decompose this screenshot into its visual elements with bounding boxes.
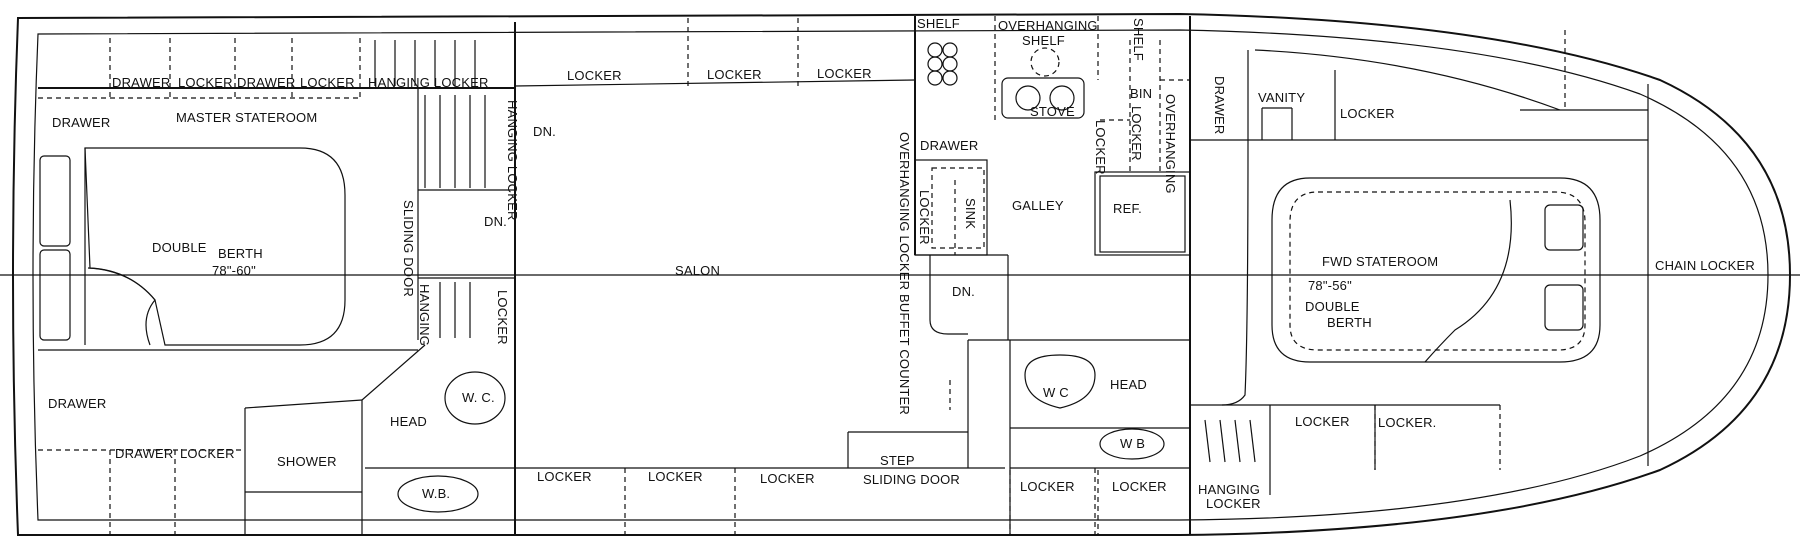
stove-burners xyxy=(927,42,1085,119)
galley-sink xyxy=(914,159,1191,256)
label-locker-small-vert: LOCKER xyxy=(495,290,510,345)
label-bin: BIN xyxy=(1130,86,1152,101)
label-drawer-fwd-vert: DRAWER xyxy=(1212,76,1227,135)
label-locker-fwd-bottom-1: LOCKER xyxy=(1020,479,1075,494)
label-dn-mid: DN. xyxy=(484,214,507,229)
label-locker-fwd-1: LOCKER xyxy=(1295,414,1350,429)
room-labels: DRAWER LOCKER DRAWER LOCKER HANGING LOCK… xyxy=(48,16,1755,511)
label-double-berth-2: BERTH xyxy=(218,246,263,261)
label-locker-fwd-2: LOCKER. xyxy=(1378,415,1436,430)
label-wc-fwd: W C xyxy=(1043,385,1069,400)
label-locker-salon-1: LOCKER xyxy=(567,68,622,83)
label-locker-salon-2: LOCKER xyxy=(707,67,762,82)
label-wb-aft: W.B. xyxy=(422,486,450,501)
label-locker-galley-small: LOCKER xyxy=(917,190,932,245)
label-locker-fwd-top: LOCKER xyxy=(1340,106,1395,121)
locker-divisions xyxy=(38,16,1566,535)
label-hanging-locker-top: HANGING LOCKER xyxy=(368,75,489,90)
label-hanging-small: HANGING xyxy=(417,284,432,346)
master-double-berth xyxy=(84,147,346,346)
label-sliding-door-vert: SLIDING DOOR xyxy=(401,200,416,297)
label-wb-fwd: W B xyxy=(1120,436,1145,451)
label-master-stateroom: MASTER STATEROOM xyxy=(176,110,317,125)
label-sliding-door: SLIDING DOOR xyxy=(863,472,960,487)
label-locker-galley-vert-2: LOCKER xyxy=(1093,120,1108,175)
label-drawer-galley: DRAWER xyxy=(920,138,979,153)
label-overhanging-shelf-1: OVERHANGING xyxy=(998,18,1098,33)
interior-walls xyxy=(38,16,1649,535)
label-vanity: VANITY xyxy=(1258,90,1305,105)
aft-head-fixtures xyxy=(397,371,506,513)
label-wc-aft: W. C. xyxy=(462,390,495,405)
label-drawer-locker-2: LOCKER xyxy=(178,75,233,90)
fwd-head-fixtures xyxy=(1024,354,1165,460)
label-locker-fwd-bottom-2: LOCKER xyxy=(1112,479,1167,494)
label-chain-locker: CHAIN LOCKER xyxy=(1655,258,1755,273)
label-locker-salon-3: LOCKER xyxy=(817,66,872,81)
label-locker-galley-vert-1: LOCKER xyxy=(1129,106,1144,161)
label-hanging-locker-vert: HANGING LOCKER xyxy=(505,100,520,221)
label-sink: SINK xyxy=(963,198,978,229)
label-overhanging-vert: OVERHANGING xyxy=(1163,94,1178,194)
label-fwd-double: DOUBLE xyxy=(1305,299,1360,314)
label-head-fwd: HEAD xyxy=(1110,377,1147,392)
pillows-master xyxy=(39,155,71,341)
label-drawer-locker-4: LOCKER xyxy=(300,75,355,90)
label-drawer-bottom: DRAWER xyxy=(115,446,174,461)
label-drawer-locker-1: DRAWER xyxy=(112,75,171,90)
label-hanging-locker-fwd-1: HANGING xyxy=(1198,482,1260,497)
label-head-aft: HEAD xyxy=(390,414,427,429)
label-locker-bottom-left: LOCKER xyxy=(180,446,235,461)
label-fwd-stateroom: FWD STATEROOM xyxy=(1322,254,1438,269)
label-hanging-locker-fwd-2: LOCKER xyxy=(1206,496,1261,511)
label-fwd-berth-size: 78"-56" xyxy=(1308,278,1352,293)
hull-outline xyxy=(0,12,1800,536)
label-shelf-1: SHELF xyxy=(917,16,960,31)
label-locker-bottom-2: LOCKER xyxy=(648,469,703,484)
fwd-double-berth xyxy=(1271,177,1601,363)
label-dn-galley: DN. xyxy=(952,284,975,299)
label-locker-bottom-3: LOCKER xyxy=(760,471,815,486)
label-double-berth-1: DOUBLE xyxy=(152,240,207,255)
label-drawer-bottom-left: DRAWER xyxy=(48,396,107,411)
label-stove: STOVE xyxy=(1030,104,1075,119)
label-overhanging-locker-buffet: OVERHANGING LOCKER BUFFET COUNTER xyxy=(897,132,912,415)
label-ref: REF. xyxy=(1113,201,1142,216)
label-dn-salon: DN. xyxy=(533,124,556,139)
label-drawer-top-left: DRAWER xyxy=(52,115,111,130)
label-drawer-locker-3: DRAWER xyxy=(237,75,296,90)
label-salon: SALON xyxy=(675,263,720,278)
label-double-berth-size: 78"-60" xyxy=(212,263,256,278)
hanging-locker-hatching xyxy=(374,40,1256,463)
label-galley: GALLEY xyxy=(1012,198,1064,213)
label-shelf-2: SHELF xyxy=(1131,18,1146,61)
label-fwd-berth: BERTH xyxy=(1327,315,1372,330)
fwd-stateroom-walls xyxy=(1221,49,1561,406)
label-step: STEP xyxy=(880,453,915,468)
label-shower: SHOWER xyxy=(277,454,337,469)
label-overhanging-shelf-2: SHELF xyxy=(1022,33,1065,48)
label-locker-bottom-1: LOCKER xyxy=(537,469,592,484)
